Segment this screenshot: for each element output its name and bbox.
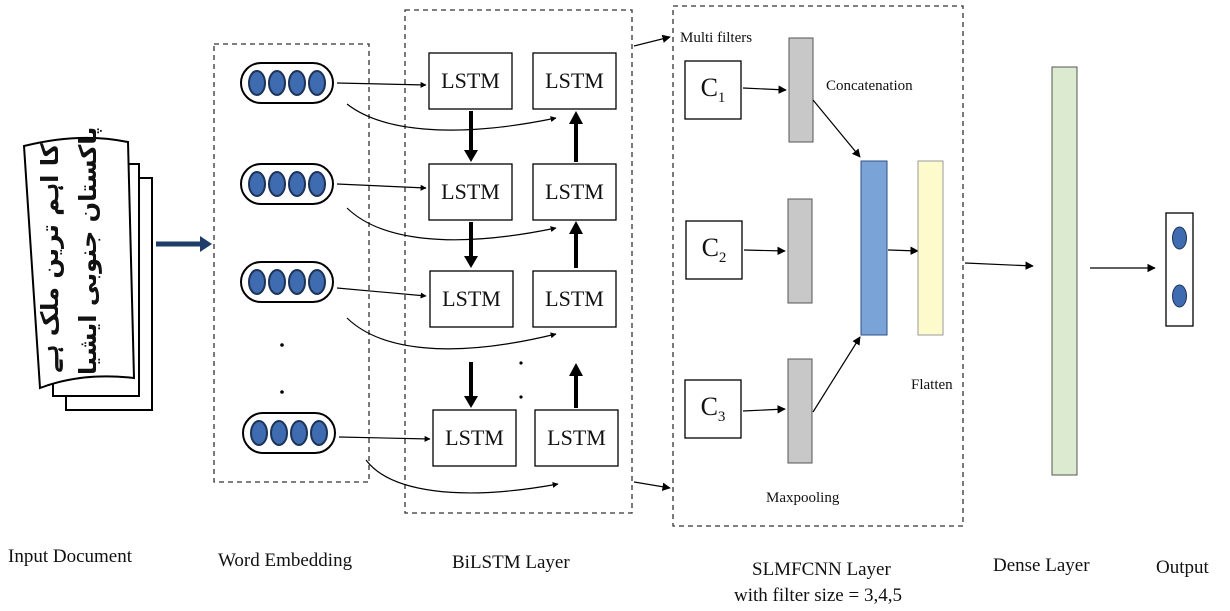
flatten-label: Flatten [911,377,953,393]
embedding-token [248,171,266,197]
embedding-token [270,420,288,446]
lstm-label: LSTM [547,425,606,450]
conv-sub: 2 [718,250,727,267]
stage-label-slmfcnn: SLMFCNN Layer [752,559,891,580]
embedding-token [310,420,328,446]
embedding-token [248,70,266,96]
bilstm-to-cnn-arrow-top [633,34,671,47]
embedding-token [250,420,268,446]
ellipsis-dot [280,390,284,394]
lstm-label: LSTM [445,425,504,450]
conv-filter-c3 [684,379,742,439]
stage-label-dense: Dense Layer [993,555,1090,576]
doc-text-line-2: کا اہم ترین ملک ہے [36,143,64,373]
conv-label-c2: C2 [686,233,742,267]
conv-main: C [700,73,718,102]
doc-text-line-1: پاکستان جنوبی ایشیا [74,126,102,375]
stage-label-bilstm: BiLSTM Layer [452,552,570,573]
pooling-bar-3 [787,358,813,464]
lstm-cells [428,52,619,467]
embedding-token [268,171,286,197]
pooling-bar-1 [788,37,814,143]
embedding-tokens [248,70,328,446]
lstm-backward [534,409,619,467]
embedding-token [308,70,326,96]
embedding-token [288,269,306,295]
embedding-token [268,70,286,96]
embedding-token [308,269,326,295]
lstm-backward [532,52,617,110]
lstm-label: LSTM [545,179,604,204]
lstm-forward [432,409,517,467]
cnn-to-dense-arrow [964,261,1034,270]
ellipsis-dot [519,361,523,365]
lstm-label: LSTM [545,68,604,93]
input-document [22,136,153,411]
stage-label-output: Output [1156,557,1209,578]
cnn-arrows [742,85,919,414]
pooling-bar-2 [787,198,813,304]
ellipsis-dot [519,395,523,399]
embedding-token [290,420,308,446]
lstm-backward [532,270,617,328]
conv-label-c1: C1 [685,73,741,107]
embedding-container [213,43,370,483]
embedding-vectors [240,62,336,454]
lstm-forward [428,163,513,221]
embedding-vector [240,163,334,205]
lstm-label: LSTM [441,68,500,93]
embedding-token [248,269,266,295]
conv-filter-c2 [685,220,743,280]
output-node [1172,284,1187,308]
embedding-token [268,269,286,295]
dense-layer-bar [1051,66,1078,476]
multi-filters-label: Multi filters [680,30,753,46]
embedding-token [308,171,326,197]
stage-label-input: Input Document [8,546,133,567]
ellipsis-dot [280,343,284,347]
concatenation-label: Concatenation [826,78,913,94]
conv-label-c3: C3 [685,392,741,426]
conv-sub: 3 [717,409,726,426]
lstm-recurrent-arrowheads [464,111,583,408]
stage-label-slmfcnn-sub: with filter size = 3,4,5 [734,585,902,606]
doc-arrow-head [200,236,212,252]
embedding-token [288,70,306,96]
embedding-to-lstm-arrows [336,81,559,494]
lstm-recurrent-arrows [469,111,578,408]
embedding-vector [240,261,334,303]
output-node [1172,226,1187,250]
maxpooling-label: Maxpooling [766,490,840,506]
bilstm-to-cnn-arrow-bottom [633,481,671,491]
flatten-bar [917,160,944,336]
cnn-container [672,5,964,527]
embedding-vector [242,412,336,454]
lstm-label: LSTM [442,286,501,311]
stage-label-embedding: Word Embedding [218,550,353,571]
conv-main: C [701,233,719,262]
conv-main: C [700,392,718,421]
conv-sub: 1 [717,90,726,107]
lstm-label: LSTM [441,179,500,204]
lstm-label: LSTM [545,286,604,311]
concatenation-bar [860,160,888,336]
embedding-vector [240,62,334,104]
bilstm-container [404,9,633,514]
lstm-backward [532,163,617,221]
conv-filter-c1 [684,60,742,120]
doc-page-front [22,136,136,390]
lstm-forward [428,52,513,110]
embedding-token [288,171,306,197]
lstm-forward [429,270,514,328]
